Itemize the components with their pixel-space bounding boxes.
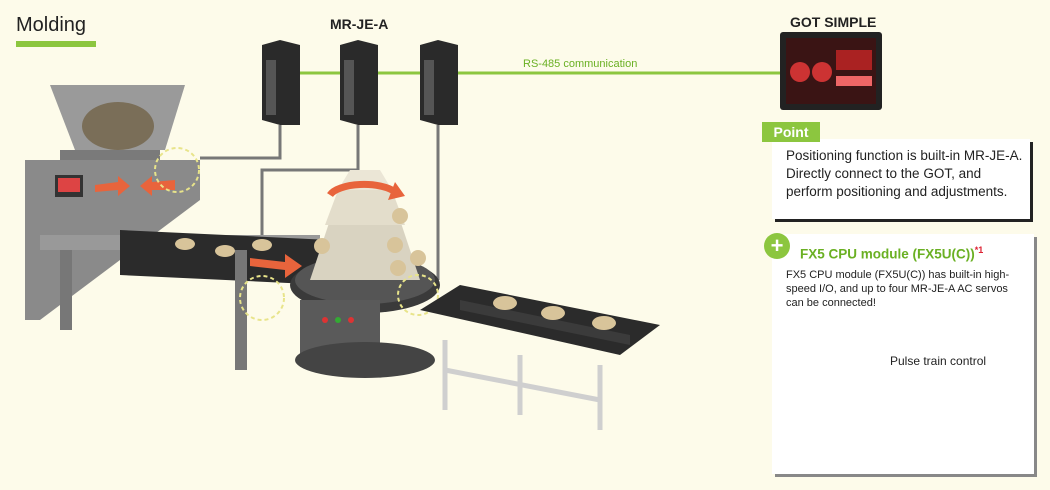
got-label: GOT SIMPLE [790,14,877,30]
point-callout [772,139,1030,219]
point-tag: Point [762,122,820,142]
flow-arrows [95,176,302,278]
servo-label: MR-JE-A [330,16,389,32]
output-conveyor [420,285,660,430]
page-title: Molding [16,14,87,36]
molding-machine [25,85,330,370]
highlight-circles [154,147,439,321]
got-simple-panel [780,32,882,110]
fx5-title-text: FX5 CPU module (FX5U(C)) [800,246,975,262]
servo-cable-1 [200,125,282,160]
pulse-label: Pulse train control [890,354,987,368]
servo-amplifier-1 [262,40,300,125]
dough-balls [314,208,426,276]
fx5-text: FX5 CPU module (FX5U(C)) has built-in hi… [786,269,1010,309]
fx5-callout [772,234,1034,474]
servo-cable-2 [260,125,360,280]
communication-label: RS-485 communication [523,58,638,70]
dough-pieces [175,238,272,257]
rounding-tower [290,170,440,378]
fx5-footnote: *1 [974,245,984,255]
point-text: Positioning function is built-in MR-JE-A… [786,148,1023,199]
servo-amplifier-3 [420,40,458,125]
fx5-title: FX5 CPU module (FX5U(C))*1 [800,245,983,262]
plus-icon: + [764,233,790,259]
title-underline [16,41,96,47]
servo-amplifier-2 [340,40,378,125]
